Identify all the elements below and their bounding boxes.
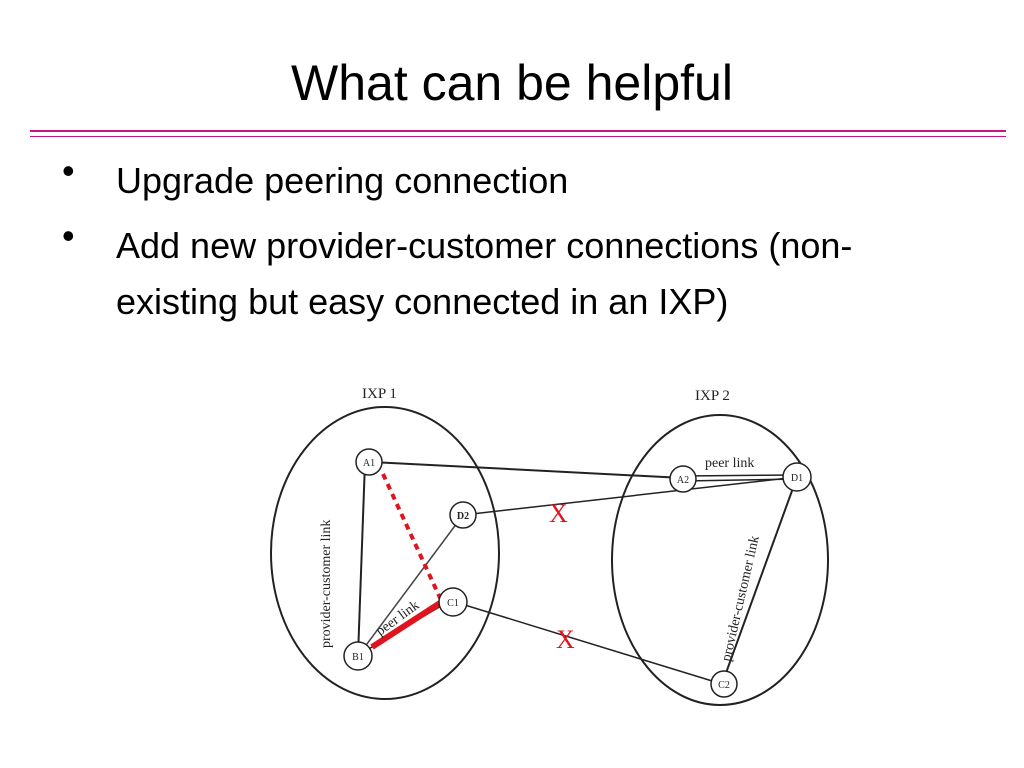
cut-mark: X bbox=[556, 625, 575, 654]
node-label: B1 bbox=[352, 652, 364, 663]
provider-customer-label-left: provider-customer link bbox=[319, 520, 334, 648]
link-d1-c2 bbox=[721, 476, 798, 685]
peer-link-a2-d1 bbox=[682, 474, 798, 477]
title-divider-thin bbox=[30, 136, 1006, 137]
node-d2: D2 bbox=[449, 501, 477, 529]
node-d1: D1 bbox=[782, 462, 812, 492]
bullet-list: • Upgrade peering connection • Add new p… bbox=[62, 153, 962, 330]
link-a1-b1 bbox=[357, 461, 366, 657]
node-label: C1 bbox=[447, 598, 459, 609]
bullet-text: Upgrade peering connection bbox=[116, 160, 569, 201]
title-divider bbox=[30, 130, 1006, 132]
cut-mark: X bbox=[549, 499, 568, 528]
peer-link-a2-d1-b bbox=[682, 478, 798, 482]
node-c1: C1 bbox=[438, 587, 468, 617]
node-label: C2 bbox=[718, 680, 730, 691]
link-b1-d2 bbox=[357, 514, 464, 657]
node-label: A1 bbox=[363, 458, 375, 469]
link-c1-c2 bbox=[454, 601, 723, 685]
upgraded-peer-link bbox=[370, 600, 442, 650]
link-d2-d1 bbox=[462, 476, 798, 516]
node-label: A2 bbox=[677, 475, 689, 486]
node-label: D2 bbox=[457, 511, 469, 522]
ixp2-label: IXP 2 bbox=[695, 388, 730, 404]
node-label: D1 bbox=[791, 473, 803, 484]
peer-link-label-right: peer link bbox=[705, 456, 754, 471]
ixp2-region bbox=[611, 414, 829, 706]
slide-title: What can be helpful bbox=[291, 55, 733, 111]
bullet-item: • Add new provider-customer connections … bbox=[62, 218, 962, 330]
link-a1-a2 bbox=[371, 461, 684, 479]
provider-customer-label-right: provider-customer link bbox=[719, 534, 763, 662]
ixp1-region bbox=[270, 406, 500, 700]
new-provider-customer-link bbox=[381, 473, 443, 601]
node-c2: C2 bbox=[710, 670, 738, 698]
bullet-text: Add new provider-customer connections (n… bbox=[116, 225, 853, 322]
node-a1: A1 bbox=[355, 448, 383, 476]
node-a2: A2 bbox=[669, 465, 697, 493]
bullet-marker: • bbox=[62, 150, 75, 191]
ixp1-label: IXP 1 bbox=[362, 386, 397, 402]
node-b1: B1 bbox=[343, 641, 373, 671]
bullet-marker: • bbox=[62, 215, 75, 256]
bullet-item: • Upgrade peering connection bbox=[62, 153, 962, 209]
